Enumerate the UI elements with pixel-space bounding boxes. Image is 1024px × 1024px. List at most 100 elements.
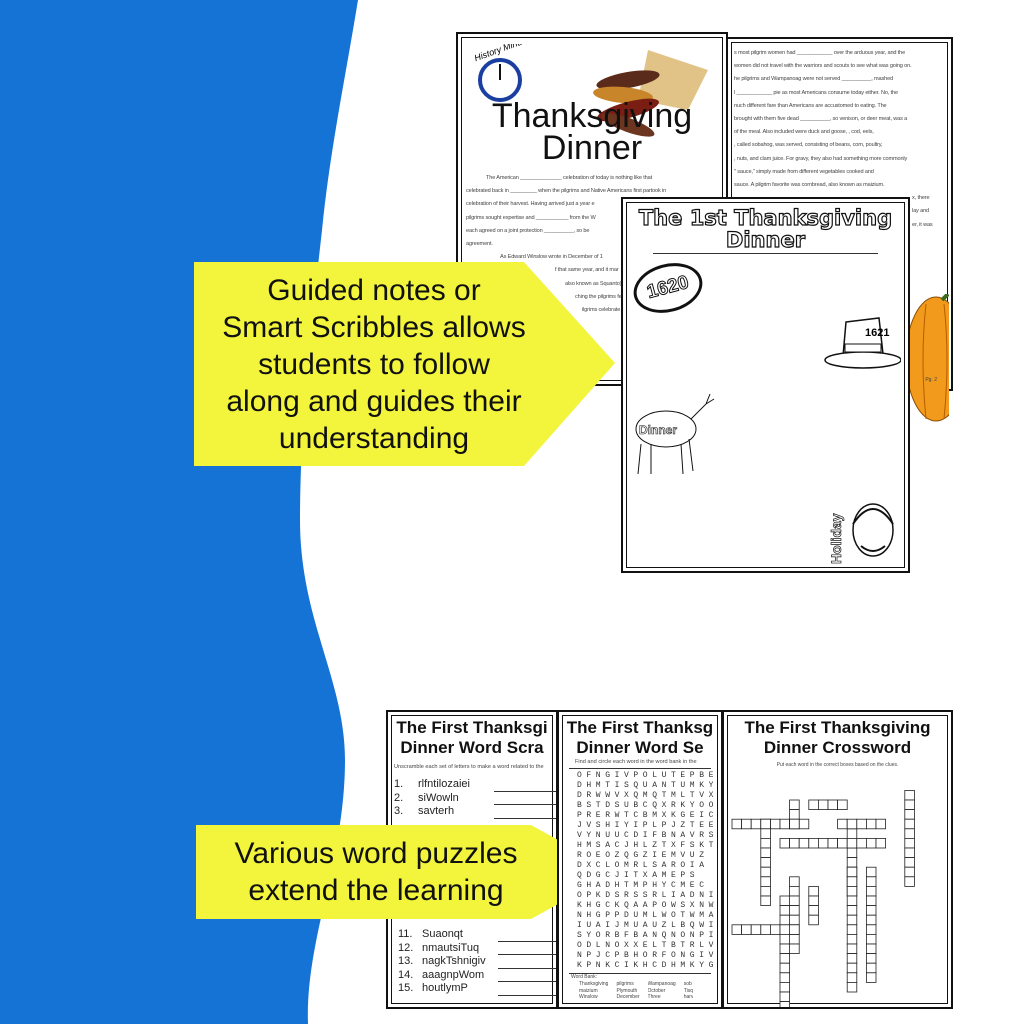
crossword-cell[interactable] <box>827 799 839 811</box>
crossword-cell[interactable] <box>837 818 848 830</box>
crossword-cell[interactable] <box>789 943 800 955</box>
crossword-cell[interactable] <box>865 924 877 935</box>
crossword-cell[interactable] <box>846 914 858 926</box>
crossword-cell[interactable] <box>770 924 781 935</box>
crossword-cell[interactable] <box>837 799 848 811</box>
crossword-cell[interactable] <box>779 981 791 993</box>
crossword-cell[interactable] <box>904 876 915 887</box>
crossword-cell[interactable] <box>779 914 791 926</box>
crossword-cell[interactable] <box>865 943 877 955</box>
crossword-cell[interactable] <box>904 809 915 820</box>
crossword-cell[interactable] <box>760 866 771 878</box>
crossword-cell[interactable] <box>789 933 800 945</box>
crossword-cell[interactable] <box>846 895 858 907</box>
crossword-cell[interactable] <box>779 895 791 907</box>
crossword-cell[interactable] <box>865 818 877 830</box>
crossword-cell[interactable] <box>818 838 829 849</box>
crossword-cell[interactable] <box>808 799 819 811</box>
crossword-cell[interactable] <box>779 962 791 974</box>
crossword-cell[interactable] <box>837 838 848 849</box>
crossword-cell[interactable] <box>789 914 800 926</box>
crossword-cell[interactable] <box>904 847 915 859</box>
crossword-cell[interactable] <box>827 838 839 849</box>
crossword-cell[interactable] <box>760 818 771 830</box>
crossword-cell[interactable] <box>846 857 858 868</box>
crossword-cell[interactable] <box>750 818 762 830</box>
crossword-cell[interactable] <box>779 1001 791 1009</box>
crossword-cell[interactable] <box>846 838 858 849</box>
crossword-cell[interactable] <box>904 866 915 878</box>
crossword-cell[interactable] <box>846 924 858 935</box>
crossword-cell[interactable] <box>789 809 800 820</box>
crossword-cell[interactable] <box>846 828 858 839</box>
crossword-cell[interactable] <box>779 924 791 935</box>
crossword-cell[interactable] <box>789 895 800 907</box>
crossword-cell[interactable] <box>779 991 791 1003</box>
crossword-cell[interactable] <box>875 818 887 830</box>
crossword-cell[interactable] <box>731 924 743 935</box>
crossword-cell[interactable] <box>846 972 858 983</box>
crossword-cell[interactable] <box>846 866 858 878</box>
crossword-cell[interactable] <box>865 895 877 907</box>
crossword-cell[interactable] <box>760 924 771 935</box>
crossword-cell[interactable] <box>875 838 887 849</box>
crossword-cell[interactable] <box>741 818 752 830</box>
crossword-cell[interactable] <box>760 847 771 859</box>
crossword-cell[interactable] <box>789 876 800 887</box>
crossword-cell[interactable] <box>904 857 915 868</box>
crossword-cell[interactable] <box>865 866 877 878</box>
crossword-cell[interactable] <box>865 933 877 945</box>
crossword-cell[interactable] <box>846 885 858 897</box>
crossword-cell[interactable] <box>865 953 877 964</box>
crossword-cell[interactable] <box>731 818 743 830</box>
crossword-cell[interactable] <box>779 953 791 964</box>
crossword-cell[interactable] <box>865 905 877 916</box>
crossword-cell[interactable] <box>789 924 800 935</box>
crossword-cell[interactable] <box>789 885 800 897</box>
crossword-cell[interactable] <box>779 905 791 916</box>
crossword-cell[interactable] <box>846 847 858 859</box>
crossword-cell[interactable] <box>865 876 877 887</box>
crossword-cell[interactable] <box>760 838 771 849</box>
crossword-cell[interactable] <box>789 838 800 849</box>
crossword-cell[interactable] <box>779 838 791 849</box>
crossword-cell[interactable] <box>846 943 858 955</box>
crossword-cell[interactable] <box>904 828 915 839</box>
crossword-cell[interactable] <box>760 876 771 887</box>
crossword-cell[interactable] <box>846 876 858 887</box>
crossword-cell[interactable] <box>760 828 771 839</box>
crossword-cell[interactable] <box>798 838 810 849</box>
crossword-cell[interactable] <box>798 818 810 830</box>
crossword-cell[interactable] <box>865 972 877 983</box>
crossword-cell[interactable] <box>846 953 858 964</box>
crossword-cell[interactable] <box>779 933 791 945</box>
crossword-cell[interactable] <box>789 905 800 916</box>
crossword-cell[interactable] <box>904 818 915 830</box>
crossword-cell[interactable] <box>865 885 877 897</box>
crossword-cell[interactable] <box>789 818 800 830</box>
crossword-cell[interactable] <box>818 799 829 811</box>
crossword-cell[interactable] <box>808 895 819 907</box>
crossword-cell[interactable] <box>846 933 858 945</box>
crossword-cell[interactable] <box>856 838 867 849</box>
crossword-cell[interactable] <box>856 818 867 830</box>
crossword-cell[interactable] <box>741 924 752 935</box>
crossword-cell[interactable] <box>904 838 915 849</box>
crossword-cell[interactable] <box>779 818 791 830</box>
crossword-cell[interactable] <box>760 885 771 897</box>
crossword-cell[interactable] <box>808 914 819 926</box>
crossword-cell[interactable] <box>760 895 771 907</box>
crossword-cell[interactable] <box>865 962 877 974</box>
crossword-cell[interactable] <box>846 962 858 974</box>
crossword-cell[interactable] <box>846 905 858 916</box>
crossword-cell[interactable] <box>808 885 819 897</box>
crossword-cell[interactable] <box>779 943 791 955</box>
crossword-cell[interactable] <box>846 818 858 830</box>
crossword-cell[interactable] <box>760 857 771 868</box>
crossword-cell[interactable] <box>750 924 762 935</box>
crossword-cell[interactable] <box>904 790 915 801</box>
crossword-cell[interactable] <box>865 914 877 926</box>
crossword-cell[interactable] <box>779 972 791 983</box>
crossword-cell[interactable] <box>789 799 800 811</box>
crossword-cell[interactable] <box>808 838 819 849</box>
